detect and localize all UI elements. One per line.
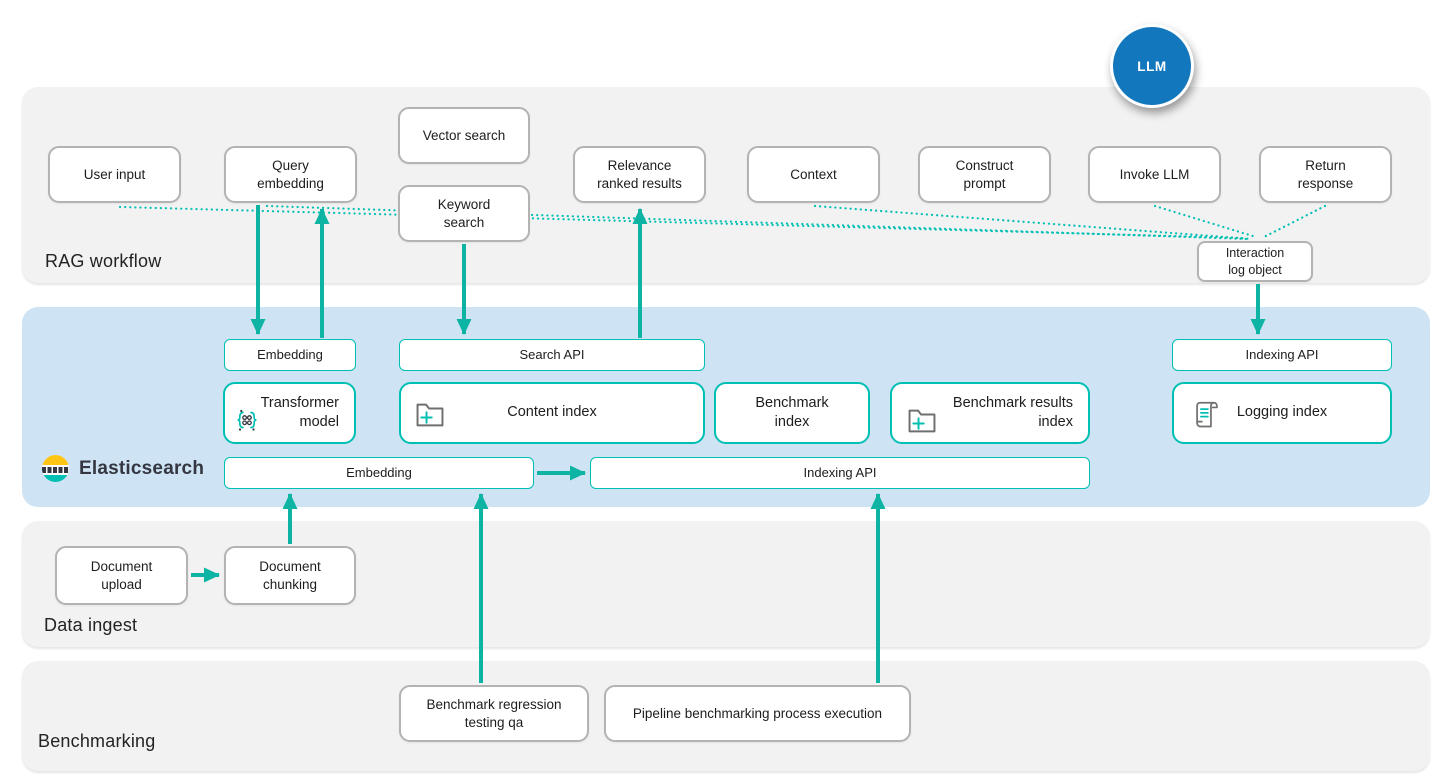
node-pipeline-benchmarking: Pipeline benchmarking process execution xyxy=(604,685,911,742)
node-indexing-api: Indexing API xyxy=(1172,339,1392,371)
node-context: Context xyxy=(747,146,880,203)
node-user-input: User input xyxy=(48,146,181,203)
node-query-embedding: Query embedding xyxy=(224,146,357,203)
elasticsearch-label: Elasticsearch xyxy=(79,457,205,479)
node-embedding-api: Embedding xyxy=(224,339,356,371)
node-vector-search: Vector search xyxy=(398,107,530,164)
rag-workflow-label: RAG workflow xyxy=(45,251,162,271)
node-benchmark-regression-testing: Benchmark regression testing qa xyxy=(399,685,589,742)
node-invoke-llm: Invoke LLM xyxy=(1088,146,1221,203)
node-document-chunking: Document chunking xyxy=(224,546,356,605)
node-transformer-model: Transformer model xyxy=(223,382,356,444)
llm-label: LLM xyxy=(1137,58,1167,74)
node-benchmark-results-index: Benchmark results index xyxy=(890,382,1090,444)
elasticsearch-brand: Elasticsearch xyxy=(42,455,204,482)
node-keyword-search: Keyword search xyxy=(398,185,530,242)
node-construct-prompt: Construct prompt xyxy=(918,146,1051,203)
node-indexing-api-ingest: Indexing API xyxy=(590,457,1090,489)
node-relevance-ranked-results: Relevance ranked results xyxy=(573,146,706,203)
benchmarking-label: Benchmarking xyxy=(38,731,156,751)
elasticsearch-logo xyxy=(42,455,69,482)
node-logging-index: Logging index xyxy=(1172,382,1392,444)
node-search-api: Search API xyxy=(399,339,705,371)
node-benchmark-index: Benchmark index xyxy=(714,382,870,444)
llm-badge: LLM xyxy=(1110,24,1194,108)
node-interaction-log-object: Interaction log object xyxy=(1197,241,1313,282)
data-ingest-label: Data ingest xyxy=(44,615,138,635)
node-embedding-ingest: Embedding xyxy=(224,457,534,489)
node-content-index: Content index xyxy=(399,382,705,444)
node-document-upload: Document upload xyxy=(55,546,188,605)
node-return-response: Return response xyxy=(1259,146,1392,203)
